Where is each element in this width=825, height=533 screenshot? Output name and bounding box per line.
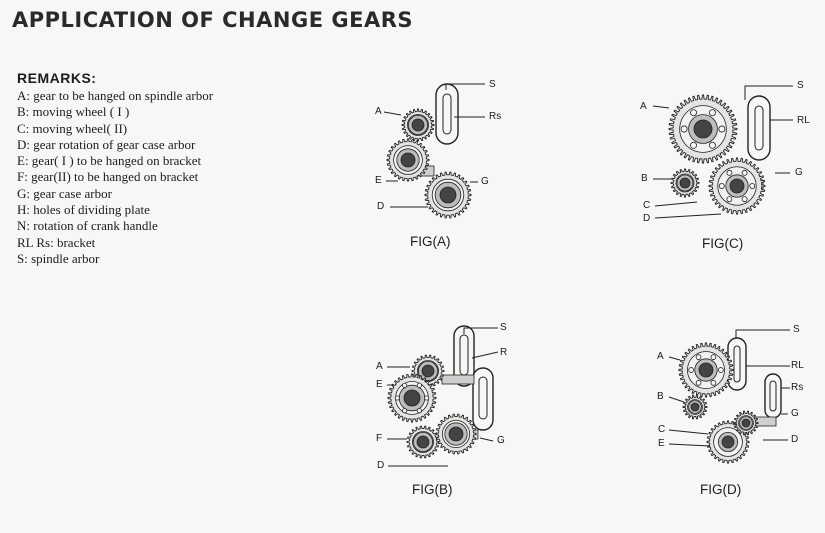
label-e: E bbox=[375, 175, 382, 186]
figure-a-drawing bbox=[383, 83, 485, 219]
remark-item: N: rotation of crank handle bbox=[17, 218, 158, 234]
remark-item: B: moving wheel ( I ) bbox=[17, 104, 130, 120]
label-e: E bbox=[376, 379, 383, 390]
label-f: F bbox=[376, 433, 383, 444]
label-d: D bbox=[643, 213, 651, 224]
page-title: APPLICATION OF CHANGE GEARS bbox=[12, 8, 413, 32]
gear-wheel bbox=[678, 342, 734, 398]
figure-d-drawing bbox=[668, 329, 790, 464]
figure-b-drawing bbox=[387, 325, 499, 467]
gear-wheel bbox=[708, 157, 766, 215]
figure-c-caption: FIG(C) bbox=[702, 236, 744, 251]
figure-c-drawing bbox=[652, 85, 793, 219]
figure-b-caption: FIG(B) bbox=[412, 482, 453, 497]
label-rl: RL bbox=[791, 360, 804, 371]
label-d: D bbox=[791, 434, 799, 445]
gear-wheel bbox=[733, 410, 759, 436]
gear-wheel bbox=[401, 108, 435, 142]
figure-a-caption: FIG(A) bbox=[410, 234, 451, 249]
gear-wheel bbox=[706, 420, 750, 464]
remarks-list: REMARKS: A: gear to be hanged on spindle… bbox=[17, 70, 213, 267]
label-rs: Rs bbox=[791, 382, 804, 393]
gear-wheel bbox=[670, 168, 700, 198]
remark-item: C: moving wheel( II) bbox=[17, 120, 128, 136]
gear-wheel bbox=[682, 394, 708, 420]
figure-c: A B C D S RL G FIG(C) bbox=[635, 78, 815, 258]
label-a: A bbox=[375, 106, 382, 117]
label-b: B bbox=[657, 391, 664, 402]
remark-item: RL Rs: bracket bbox=[17, 234, 96, 250]
label-d: D bbox=[377, 460, 385, 471]
gear-wheel bbox=[668, 94, 738, 164]
label-e: E bbox=[658, 438, 665, 449]
label-g: G bbox=[481, 176, 489, 187]
label-s: S bbox=[500, 322, 507, 333]
label-s: S bbox=[797, 80, 804, 91]
label-a: A bbox=[657, 351, 664, 362]
label-rs: Rs bbox=[489, 111, 502, 122]
figure-d-caption: FIG(D) bbox=[700, 482, 742, 497]
remark-item: F: gear(II) to be hanged on bracket bbox=[17, 169, 199, 185]
gear-wheel bbox=[386, 138, 430, 182]
label-b: B bbox=[641, 173, 648, 184]
remark-item: S: spindle arbor bbox=[17, 250, 100, 266]
remarks-heading: REMARKS: bbox=[17, 70, 97, 86]
label-r: R bbox=[500, 347, 508, 358]
label-s: S bbox=[793, 324, 800, 335]
remark-item: G: gear case arbor bbox=[17, 185, 112, 201]
label-c: C bbox=[658, 424, 666, 435]
label-g: G bbox=[795, 167, 803, 178]
label-g: G bbox=[497, 435, 505, 446]
figure-a: A E D S Rs G FIG(A) bbox=[370, 80, 510, 260]
gear-wheel bbox=[411, 354, 445, 388]
remark-item: H: holes of dividing plate bbox=[17, 202, 150, 218]
label-s: S bbox=[489, 79, 496, 90]
figure-d: A B C E S RL Rs G D FIG(D) bbox=[650, 322, 815, 502]
label-c: C bbox=[643, 200, 651, 211]
label-rl: RL bbox=[797, 115, 810, 126]
label-g: G bbox=[791, 408, 799, 419]
remark-item: D: gear rotation of gear case arbor bbox=[17, 136, 196, 152]
figure-b: A E F D S R G FIG(B) bbox=[370, 322, 520, 502]
remark-item: E: gear( I ) to be hanged on bracket bbox=[17, 153, 202, 169]
gear-wheel bbox=[406, 425, 440, 459]
gear-wheel bbox=[435, 413, 477, 455]
label-d: D bbox=[377, 201, 385, 212]
label-a: A bbox=[376, 361, 383, 372]
remark-item: A: gear to be hanged on spindle arbor bbox=[17, 88, 214, 103]
gear-wheel bbox=[387, 373, 437, 423]
label-a: A bbox=[640, 101, 647, 112]
gear-wheel bbox=[424, 171, 472, 219]
